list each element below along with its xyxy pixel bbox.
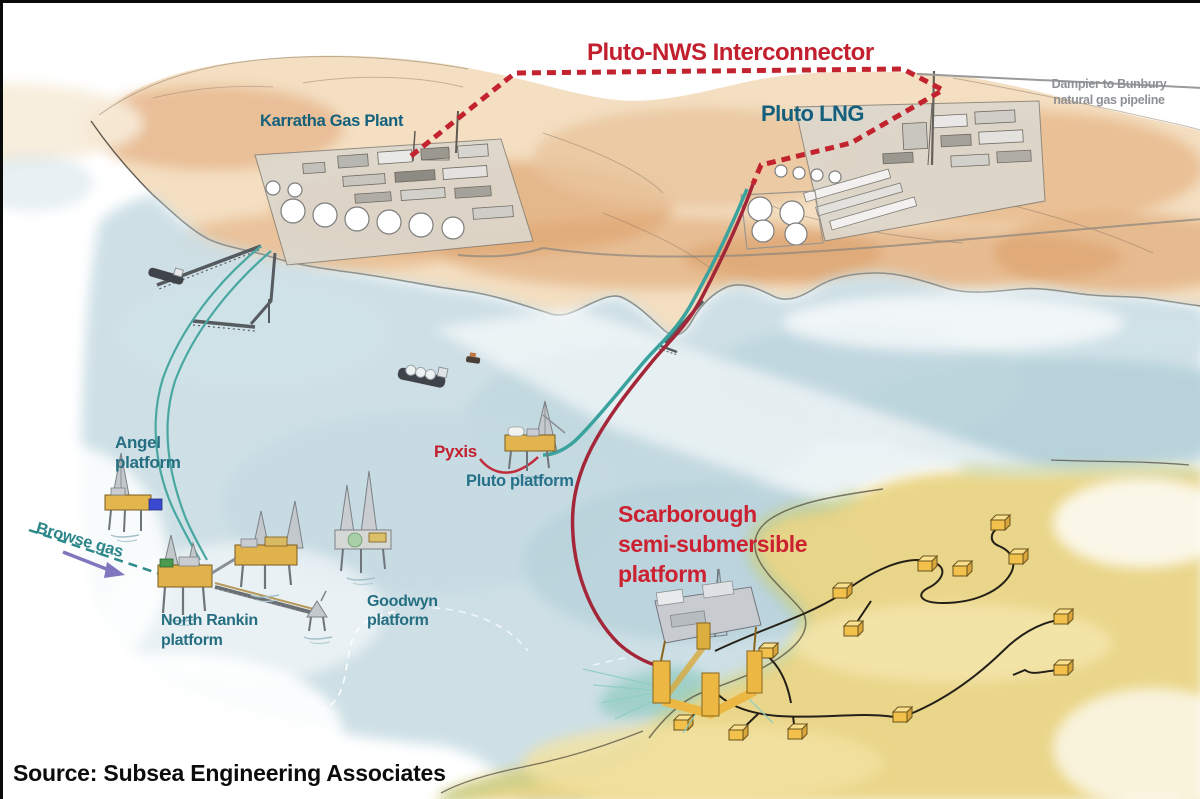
label-goodwyn-line2: platform <box>367 612 429 629</box>
browse-arrowhead <box>104 562 125 578</box>
pluto-platform-icon <box>504 400 566 483</box>
map-illustration <box>3 55 1200 799</box>
label-north-rankin-platform: North Rankin platform <box>161 611 258 651</box>
label-dampier-bunbury-pipeline: Dampier to Bunbury natural gas pipeline <box>1039 76 1179 108</box>
label-dampier-line1: Dampier to Bunbury <box>1051 77 1167 91</box>
label-pyxis: Pyxis <box>434 442 477 461</box>
label-scarborough-line1: Scarborough <box>618 501 757 527</box>
label-karratha-gas-plant: Karratha Gas Plant <box>260 112 404 130</box>
scarborough-pipeline <box>570 183 755 667</box>
label-goodwyn-platform: Goodwyn platform <box>367 592 438 630</box>
label-pluto-lng: Pluto LNG <box>761 101 865 126</box>
label-angel-line2: platform <box>115 453 181 472</box>
tug-boat <box>466 352 481 364</box>
label-pluto-platform: Pluto platform <box>466 472 574 490</box>
label-pluto-nws-interconnector: Pluto-NWS Interconnector <box>587 39 874 66</box>
interconnector-pipeline-dashed <box>409 66 949 185</box>
lng-tanker <box>397 364 449 388</box>
label-north-rankin-line1: North Rankin <box>161 612 258 629</box>
jetty-ship <box>148 267 184 285</box>
field-boundary-dashed <box>80 607 639 731</box>
north-rankin-platform-icon <box>157 500 333 645</box>
label-scarborough-line3: platform <box>618 561 707 587</box>
goodwyn-platform-icon <box>334 470 392 586</box>
label-dampier-line2: natural gas pipeline <box>1053 93 1165 107</box>
source-attribution: Source: Subsea Engineering Associates <box>13 760 446 786</box>
nws-trunklines <box>154 245 272 561</box>
label-scarborough-platform: Scarborough semi-submersible platform <box>618 499 808 589</box>
dampier-bunbury-pipeline <box>916 73 1200 89</box>
browse-gas-arrow <box>28 528 164 578</box>
label-angel-line1: Angel <box>115 433 161 452</box>
pluto-gas-pipeline <box>542 188 749 457</box>
pluto-tank-farm <box>740 164 842 250</box>
karratha-tank-farm <box>265 180 465 240</box>
pluto-process-units <box>882 109 1032 168</box>
pluto-lng-trains <box>803 168 918 231</box>
label-scarborough-line2: semi-submersible <box>618 531 808 557</box>
coastal-road <box>542 218 1200 258</box>
label-goodwyn-line1: Goodwyn <box>367 593 438 610</box>
label-angel-platform: Angel platform <box>115 433 181 473</box>
pyxis-tieback-line <box>479 456 539 474</box>
karratha-gas-plant <box>254 110 534 266</box>
sand-boundary-lines <box>440 459 1190 794</box>
scarborough-platform-icon <box>582 568 774 734</box>
pluto-lng-plant <box>740 70 1046 250</box>
label-north-rankin-line2: platform <box>161 632 223 649</box>
angel-platform-icon <box>104 452 163 543</box>
ships <box>148 267 481 388</box>
